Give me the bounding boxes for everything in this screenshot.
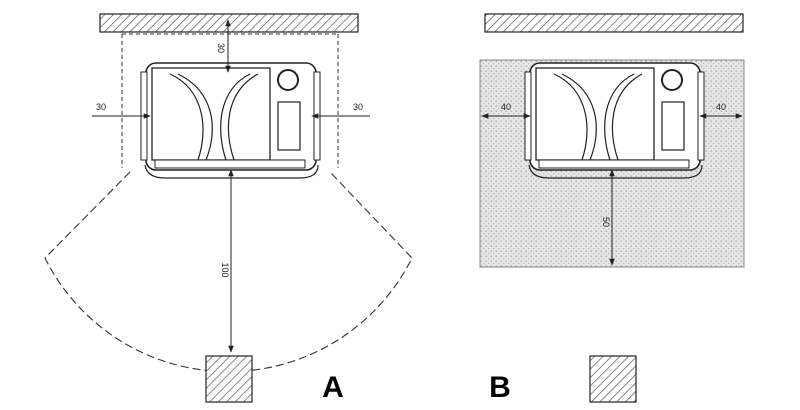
dim-label-front-a: 100 (220, 262, 230, 277)
panel-label-a: A (322, 371, 344, 404)
stove-a (140, 62, 321, 179)
panel-label-b: B (489, 371, 511, 404)
control-knob-b (661, 69, 683, 91)
dim-label-left-a: 30 (96, 102, 106, 112)
dim-label-left-b: 40 (501, 102, 511, 112)
wall-hatch-b (484, 13, 744, 33)
wall-hatch-a (99, 13, 359, 33)
dim-label-front-b: 50 (601, 217, 611, 227)
floor-hatch-a (205, 355, 253, 403)
control-knob-a (277, 69, 299, 91)
dim-label-right-b: 40 (716, 102, 726, 112)
dim-label-top-a: 30 (216, 43, 226, 53)
dim-label-right-a: 30 (353, 102, 363, 112)
panel-b: 40 40 50 B (479, 13, 745, 404)
stove-b (524, 62, 705, 179)
panel-a: 30 30 30 100 A (44, 13, 413, 404)
floor-hatch-b (589, 355, 637, 403)
